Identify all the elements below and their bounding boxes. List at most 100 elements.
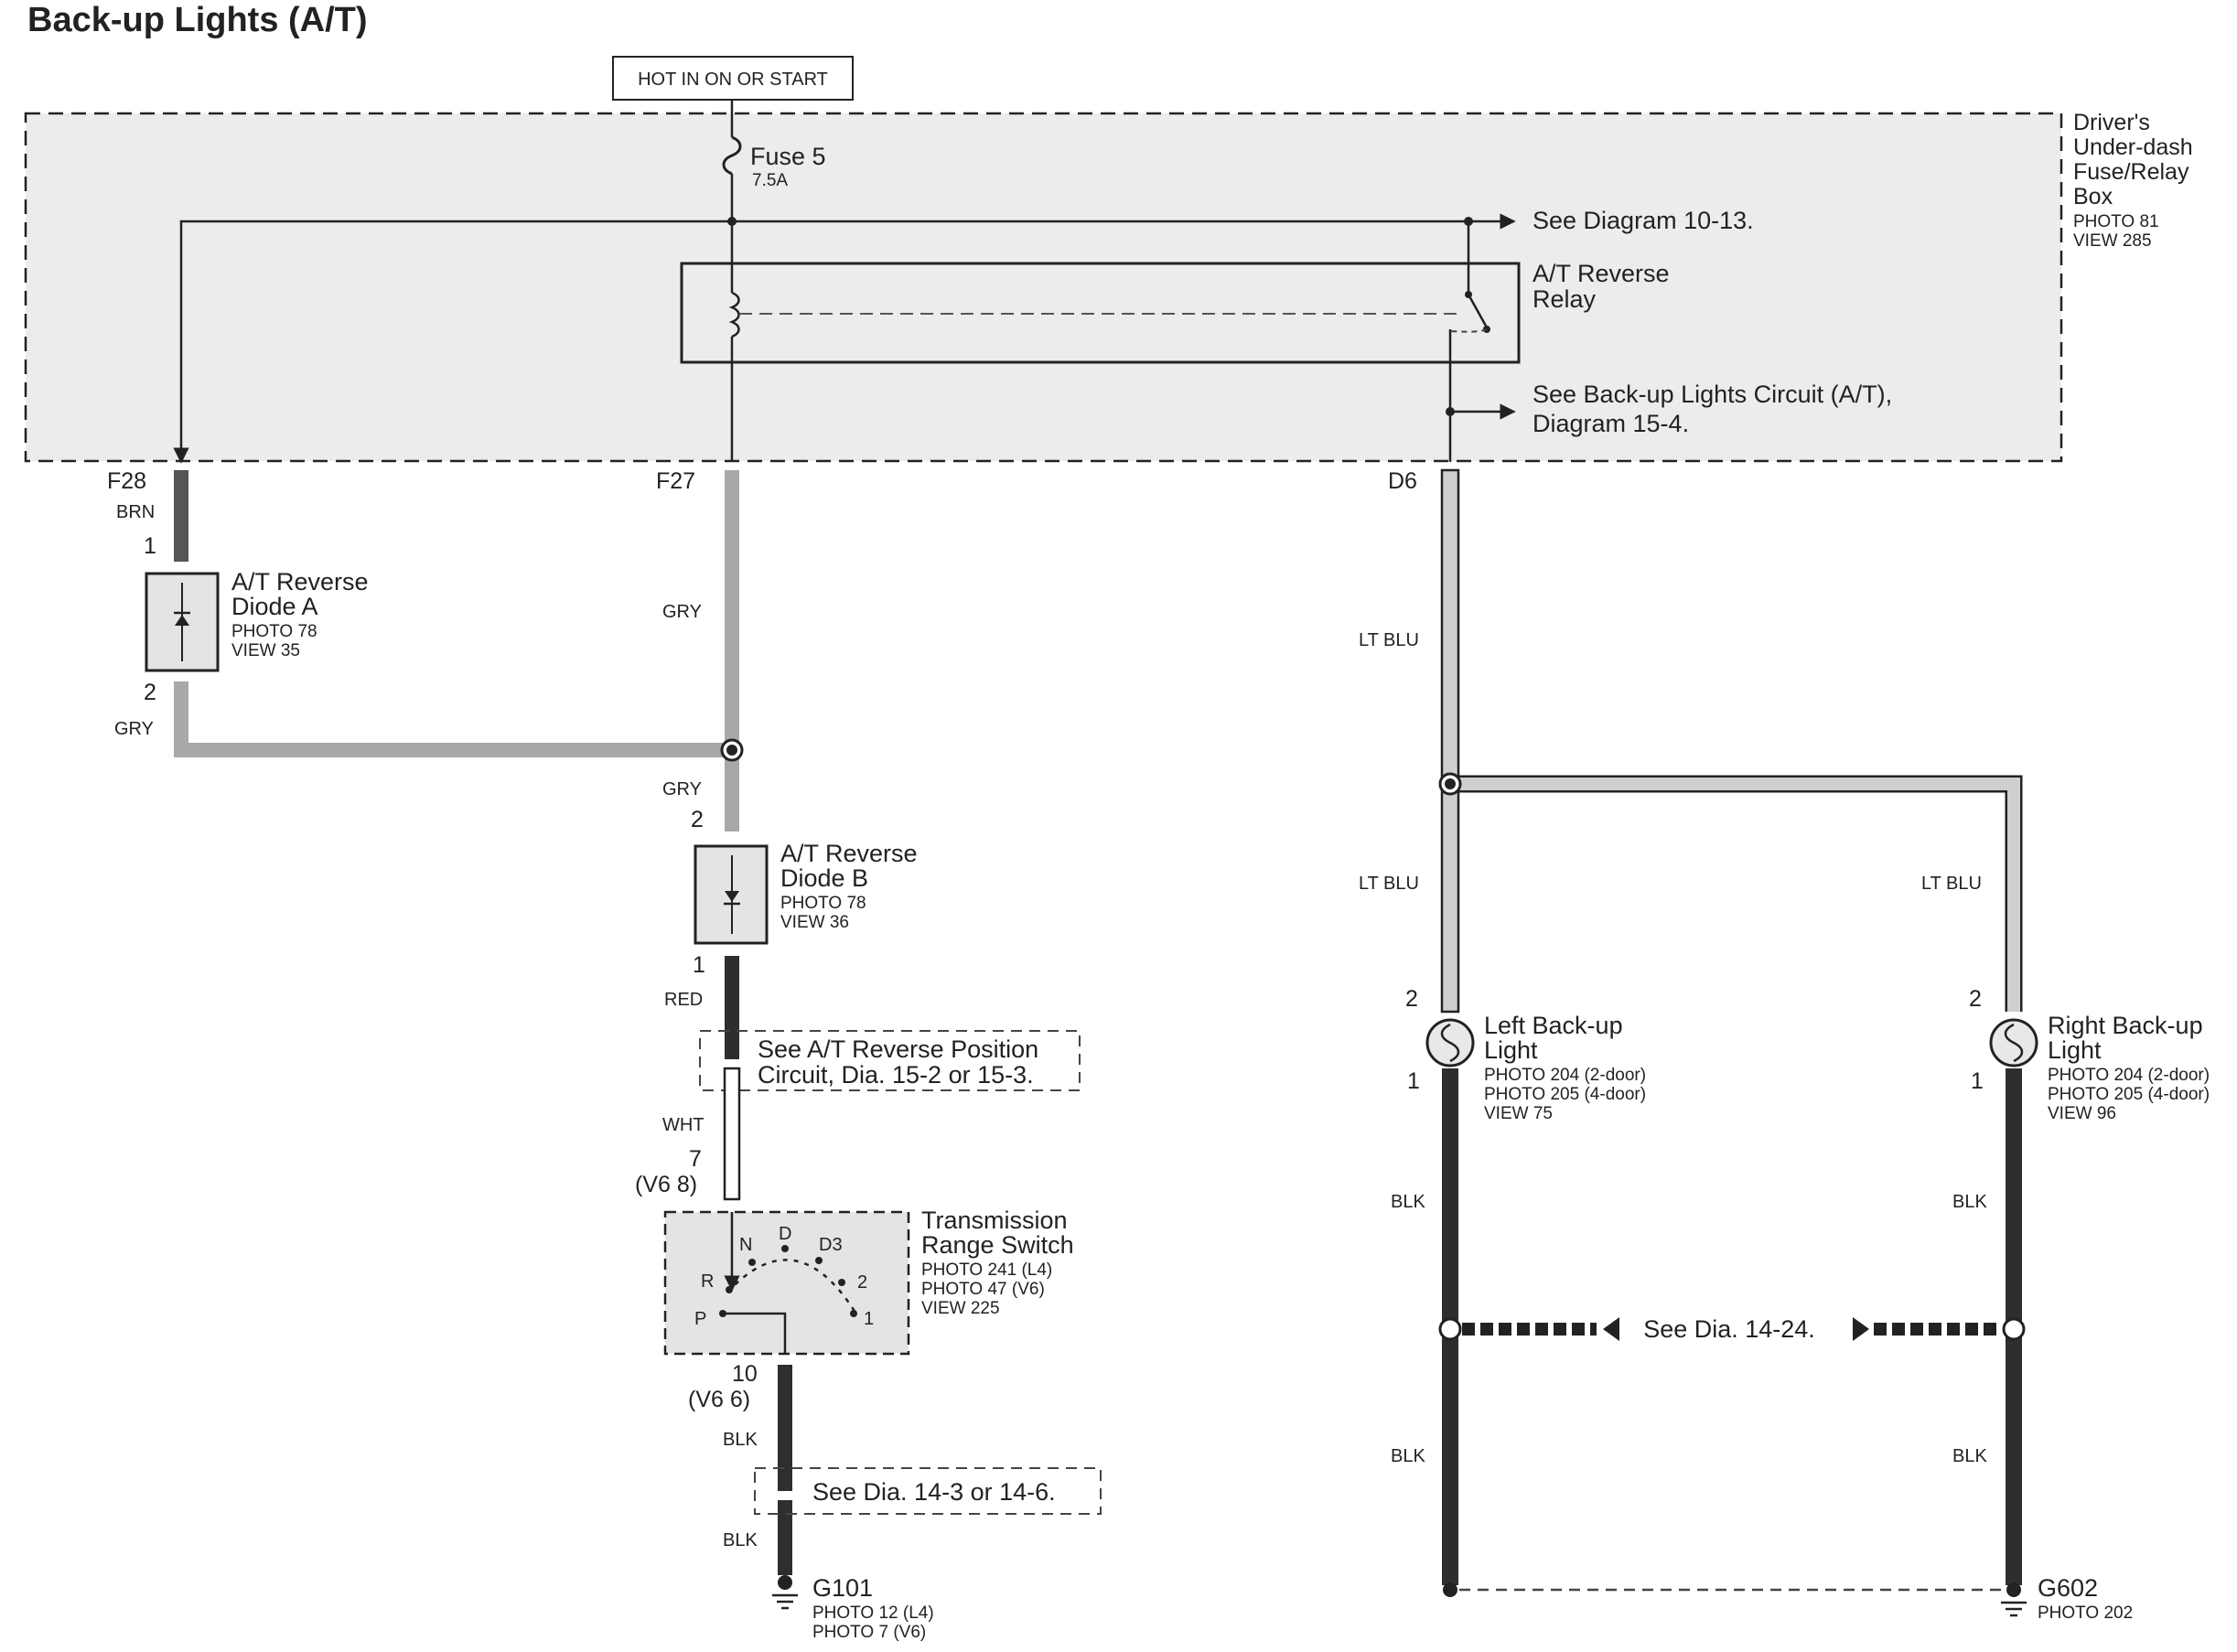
relay-contact-link [1449, 328, 1488, 333]
right-light-photo-1: PHOTO 204 (2-door) [2048, 1066, 2210, 1085]
g602-photo: PHOTO 202 [2038, 1604, 2133, 1623]
ref-reverse-position-box [699, 1030, 1081, 1091]
fuse-name: Fuse 5 [750, 143, 826, 170]
reverse-relay [680, 262, 1521, 364]
arrow-right-14-24-icon [1853, 1317, 1869, 1341]
wire-label-brn: BRN [116, 502, 155, 522]
wire-label-blk-left-b: BLK [1391, 1446, 1425, 1466]
fuse-box-name-3: Fuse/Relay [2073, 159, 2189, 185]
diode-a-label-1: A/T Reverse [231, 568, 369, 595]
arrow-left-14-24-icon [1603, 1317, 1619, 1341]
ref-dia-14-24: See Dia. 14-24. [1643, 1315, 1815, 1343]
trs-pin-v6-6: (V6 6) [688, 1387, 750, 1412]
relay-switch-pivot [1465, 291, 1472, 298]
g602-left-terminal [1443, 1582, 1457, 1597]
wire-gry-f27 [725, 470, 739, 831]
wire-break-mark [720, 1059, 744, 1068]
hot-label-box [612, 56, 854, 101]
fuse-box-name-1: Driver's [2073, 110, 2150, 135]
g602-terminal [2006, 1582, 2021, 1597]
splice-left-14-24 [1438, 1317, 1462, 1341]
ref-backup-circuit-2: Diagram 15-4. [1533, 410, 1689, 437]
left-light-photo-2: PHOTO 205 (4-door) [1484, 1085, 1646, 1104]
connector-f27: F27 [656, 468, 695, 494]
trs-label-1: Transmission [921, 1207, 1068, 1234]
trs-selector-arc [726, 1259, 857, 1314]
trs-common-line [723, 1312, 787, 1354]
wire-label-blk-left-a: BLK [1391, 1192, 1425, 1212]
left-light-filament [1440, 1023, 1460, 1063]
wire-label-ltblu-right: LT BLU [1921, 874, 1982, 894]
wire-label-ltblu-left: LT BLU [1359, 874, 1419, 894]
ref-dia-14-3-box [754, 1467, 1102, 1515]
wire-label-ltblu-d6: LT BLU [1359, 630, 1419, 650]
wire-ltblu-d6 [1440, 468, 1460, 1014]
trs-pos-d: D [779, 1224, 791, 1244]
trs-pos-2: 2 [857, 1272, 867, 1293]
ref-dia-14-3: See Dia. 14-3 or 14-6. [812, 1478, 1056, 1506]
trs-contact-d3 [815, 1257, 823, 1264]
diode-a-view: VIEW 35 [231, 641, 300, 660]
diode-a-pin-2: 2 [144, 680, 156, 705]
trs-photo-2: PHOTO 47 (V6) [921, 1280, 1045, 1299]
trs-contact-r [726, 1286, 733, 1293]
connector-f28: F28 [107, 468, 146, 494]
wire-label-red: RED [664, 990, 703, 1010]
diode-b-pin-2: 2 [691, 807, 704, 832]
trs-contact-d [781, 1245, 789, 1252]
diode-a-photo: PHOTO 78 [231, 622, 317, 641]
trs-contact-2 [838, 1279, 845, 1286]
wire-label-blk-right-a: BLK [1952, 1192, 1987, 1212]
fuse-relay-box [24, 112, 2063, 463]
ltblu-splice-center [1445, 778, 1456, 789]
g101-photo-1: PHOTO 12 (L4) [812, 1604, 934, 1623]
g101-photo-2: PHOTO 7 (V6) [812, 1623, 926, 1642]
trs-photo-1: PHOTO 241 (L4) [921, 1260, 1052, 1280]
fuse-box-name-4: Box [2073, 184, 2113, 209]
right-light-view: VIEW 96 [2048, 1104, 2116, 1123]
fuse-rating: 7.5A [752, 171, 788, 190]
right-light-label-2: Light [2048, 1036, 2102, 1064]
gry-splice-center [726, 745, 737, 756]
wire-label-blk-g101-b: BLK [723, 1530, 758, 1550]
transmission-range-switch [663, 1210, 910, 1356]
relay-switch-blade [1467, 294, 1489, 328]
wire-label-blk-g101-a: BLK [723, 1430, 758, 1450]
wire-label-wht: WHT [662, 1115, 704, 1135]
left-light-label-2: Light [1484, 1036, 1538, 1064]
right-light-pin-1: 1 [1971, 1068, 1984, 1094]
trs-contact-n [748, 1259, 756, 1266]
right-light-pin-2: 2 [1969, 986, 1982, 1012]
diode-b-symbol [725, 891, 739, 902]
left-light-label-1: Left Back-up [1484, 1012, 1623, 1039]
f28-internal-line [173, 220, 732, 464]
hot-label: HOT IN ON OR START [638, 70, 828, 90]
g602-name: G602 [2038, 1574, 2098, 1602]
diode-b-label-2: Diode B [780, 864, 868, 892]
wire-gry-diode-a [174, 681, 732, 757]
wire-label-gry-f27: GRY [662, 602, 702, 622]
left-light-pin-1: 1 [1407, 1068, 1420, 1094]
diode-a-symbol [175, 615, 189, 626]
fuse-box-name-2: Under-dash [2073, 134, 2193, 160]
diode-b-label-1: A/T Reverse [780, 840, 918, 867]
left-light-photo-1: PHOTO 204 (2-door) [1484, 1066, 1646, 1085]
trs-pos-1: 1 [864, 1309, 874, 1329]
trs-view: VIEW 225 [921, 1299, 1000, 1318]
wire-ltblu-right [1450, 775, 2023, 1012]
relay-label-2: Relay [1533, 285, 1597, 313]
diode-a-label-2: Diode A [231, 593, 318, 620]
trs-contact-1 [850, 1310, 857, 1317]
fuse-box-view: VIEW 285 [2073, 231, 2152, 251]
splice-right-14-24 [2002, 1317, 2026, 1341]
ref-reverse-position-2: Circuit, Dia. 15-2 or 15-3. [758, 1061, 1034, 1089]
ref-reverse-position-1: See A/T Reverse Position [758, 1035, 1038, 1063]
wire-wht [723, 1067, 741, 1201]
trs-pin-7: 7 [689, 1146, 702, 1172]
wire-brn [174, 470, 188, 562]
g101-terminal [778, 1575, 792, 1590]
fuse-symbol [722, 135, 742, 176]
wire-label-gry-a: GRY [114, 719, 154, 739]
trs-pos-r: R [701, 1271, 714, 1292]
